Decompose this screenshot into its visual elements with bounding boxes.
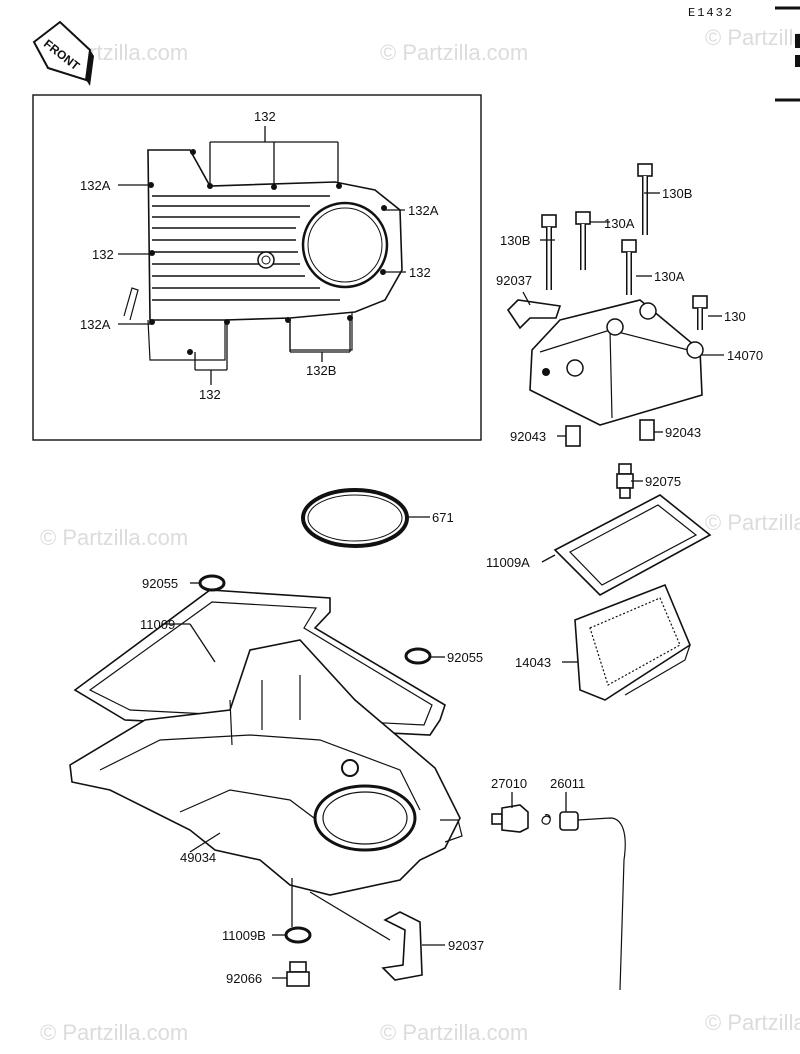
part-label: 130A xyxy=(654,269,685,284)
part-label: 26011 xyxy=(550,776,585,791)
part-label: 92037 xyxy=(448,938,484,953)
o-ring xyxy=(301,488,409,548)
switch-lead xyxy=(559,811,626,991)
part-label: 49034 xyxy=(180,850,216,865)
fitting xyxy=(616,463,634,499)
part-label: 92037 xyxy=(496,273,532,288)
oil-pressure-switch xyxy=(491,804,551,833)
diagram-code: E1432 xyxy=(688,6,734,20)
part-label: 130B xyxy=(500,233,530,248)
breather-plate xyxy=(574,583,691,701)
part-label: 132 xyxy=(254,109,276,124)
oil-pan xyxy=(69,639,463,896)
pipe-clamp xyxy=(381,911,423,981)
part-label: 92043 xyxy=(665,425,701,440)
part-label: 14043 xyxy=(515,655,551,670)
part-label: 92055 xyxy=(447,650,483,665)
drain-plug xyxy=(286,961,310,987)
watermarks: © Partzilla.com © Partzilla.com © Partzi… xyxy=(40,25,800,1045)
washer xyxy=(404,647,432,665)
bolts xyxy=(541,163,708,330)
watermark: © Partzilla.com xyxy=(705,510,800,535)
leaders xyxy=(162,192,724,979)
watermark: © Partzilla.com xyxy=(40,1020,188,1045)
watermark: © Partzilla.com xyxy=(380,40,528,65)
part-label: 132 xyxy=(92,247,114,262)
part-label: 130 xyxy=(724,309,746,324)
part-label: 132A xyxy=(80,178,111,193)
washer xyxy=(198,574,226,592)
corner-mark xyxy=(795,55,800,67)
part-label: 132A xyxy=(80,317,111,332)
engine-cover xyxy=(123,149,403,361)
part-label: 132 xyxy=(409,265,431,280)
dowel-pin xyxy=(639,419,655,441)
part-label: 92043 xyxy=(510,429,546,444)
part-label: 11009 xyxy=(140,617,175,632)
part-label: 130B xyxy=(662,186,692,201)
watermark: © Partzilla.com xyxy=(380,1020,528,1045)
inset-leaders xyxy=(118,126,406,385)
watermark: © Partzilla.com xyxy=(705,25,800,50)
washer xyxy=(284,926,312,944)
part-label: 92055 xyxy=(142,576,178,591)
part-label: 14070 xyxy=(727,348,763,363)
dowel-pin xyxy=(565,425,581,447)
part-label: 27010 xyxy=(491,776,527,791)
inset-frame xyxy=(32,94,482,441)
front-arrow-icon: FRONT xyxy=(32,20,94,86)
breather-gasket xyxy=(553,494,712,596)
breather-cover xyxy=(506,299,704,426)
watermark: © Partzilla.com xyxy=(40,525,188,550)
part-labels: 132 132A 132A 132 132 132A 132 132B 130B… xyxy=(80,109,763,986)
part-label: 132A xyxy=(408,203,439,218)
o-ring-inner xyxy=(307,494,403,542)
part-label: 130A xyxy=(604,216,635,231)
part-label: 11009A xyxy=(486,555,530,570)
part-label: 671 xyxy=(432,510,454,525)
part-label: 92075 xyxy=(645,474,681,489)
part-label: 11009B xyxy=(222,928,266,943)
part-label: 132 xyxy=(199,387,221,402)
corner-mark xyxy=(795,34,800,48)
watermark: © Partzilla.com xyxy=(705,1010,800,1035)
part-label: 92066 xyxy=(226,971,262,986)
part-label: 132B xyxy=(306,363,336,378)
